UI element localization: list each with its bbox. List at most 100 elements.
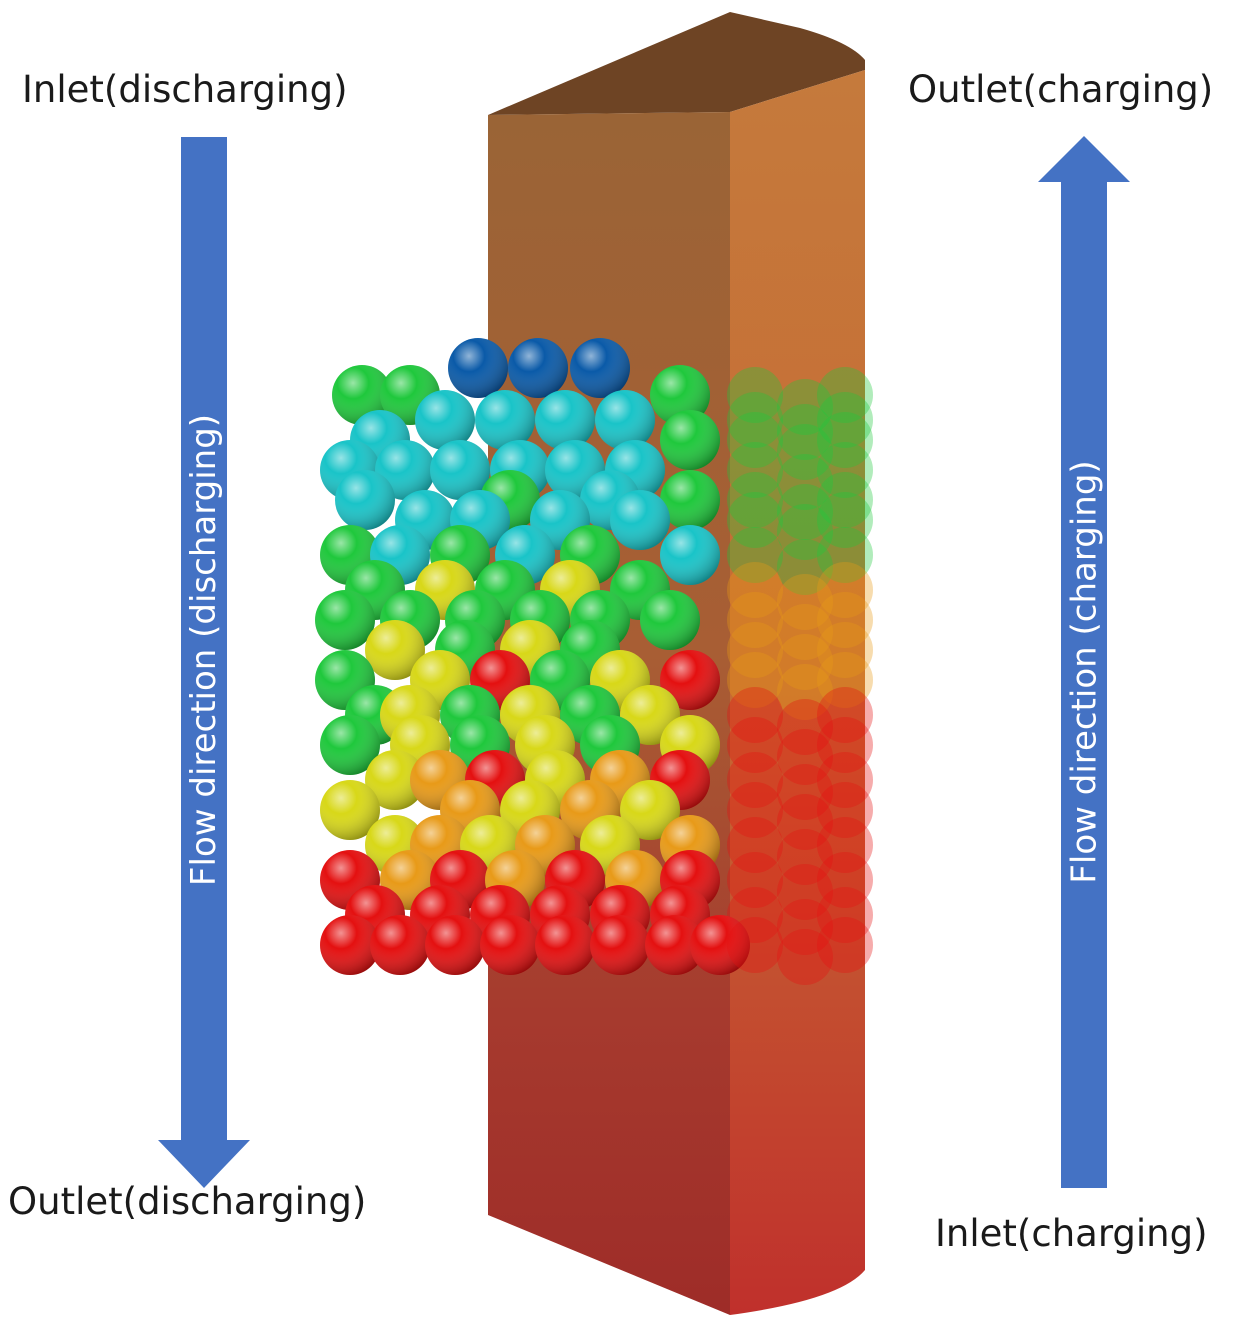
sphere-behind-wall xyxy=(777,864,833,920)
sphere-shading xyxy=(320,780,380,840)
sphere-behind-wall xyxy=(817,782,873,838)
sphere-shading xyxy=(508,338,568,398)
sphere-behind-wall xyxy=(727,412,783,468)
outlet-discharging-label: Outlet(discharging) xyxy=(8,1180,367,1223)
sphere-behind-wall xyxy=(817,652,873,708)
sphere-behind-wall xyxy=(727,752,783,808)
sphere-behind-wall xyxy=(777,454,833,510)
column-side-face xyxy=(730,70,865,1315)
left-flow-arrow xyxy=(158,137,250,1188)
sphere-behind-wall xyxy=(777,424,833,480)
sphere-behind-wall xyxy=(777,664,833,720)
sphere-shading xyxy=(645,915,705,975)
sphere-shading xyxy=(320,715,380,775)
left-arrow-shaft xyxy=(181,137,227,1142)
sphere-shading xyxy=(650,365,710,425)
sphere-shading xyxy=(660,410,720,470)
sphere-behind-wall xyxy=(817,592,873,648)
sphere-shading xyxy=(365,620,425,680)
sphere-behind-wall xyxy=(777,634,833,690)
sphere-shading xyxy=(315,590,375,650)
right-flow-arrow xyxy=(1038,136,1130,1188)
sphere-behind-wall xyxy=(727,472,783,528)
sphere-behind-wall xyxy=(817,852,873,908)
sphere-behind-wall xyxy=(817,442,873,498)
sphere-behind-wall xyxy=(777,729,833,785)
sphere-behind-wall xyxy=(817,817,873,873)
column-top-face xyxy=(488,12,865,115)
sphere-behind-wall xyxy=(727,687,783,743)
sphere-shading xyxy=(365,750,425,810)
right-arrow-shaft xyxy=(1061,180,1107,1188)
sphere-shading xyxy=(415,390,475,450)
sphere-behind-wall xyxy=(817,472,873,528)
sphere-behind-wall xyxy=(817,492,873,548)
sphere-shading xyxy=(370,915,430,975)
sphere-behind-wall xyxy=(777,539,833,595)
sphere-behind-wall xyxy=(727,562,783,618)
sphere-behind-wall xyxy=(727,817,783,873)
sphere-shading xyxy=(425,915,485,975)
sphere-behind-wall xyxy=(727,392,783,448)
sphere-shading xyxy=(430,440,490,500)
sphere-behind-wall xyxy=(777,764,833,820)
sphere-shading xyxy=(332,365,392,425)
sphere-behind-wall xyxy=(817,562,873,618)
sphere-behind-wall xyxy=(777,794,833,850)
sphere-behind-wall xyxy=(777,379,833,435)
left-arrow-head xyxy=(158,1140,250,1188)
sphere-behind-wall xyxy=(727,527,783,583)
sphere-behind-wall xyxy=(817,392,873,448)
sphere-shading xyxy=(620,780,680,840)
sphere-behind-wall xyxy=(817,917,873,973)
sphere-behind-wall xyxy=(817,687,873,743)
sphere-shading xyxy=(320,915,380,975)
sphere-behind-wall xyxy=(727,917,783,973)
sphere-behind-wall xyxy=(817,887,873,943)
sphere-behind-wall xyxy=(817,412,873,468)
sphere-behind-wall xyxy=(777,404,833,460)
flow-direction-discharging-label: Flow direction (discharging) xyxy=(184,413,225,887)
right-arrow-head xyxy=(1038,136,1130,182)
sphere-behind-wall xyxy=(727,717,783,773)
sphere-shading xyxy=(660,470,720,530)
sphere-shading xyxy=(610,490,670,550)
sphere-shading xyxy=(660,525,720,585)
sphere-behind-wall xyxy=(727,652,783,708)
flow-direction-charging-label: Flow direction (charging) xyxy=(1064,460,1105,884)
sphere-shading xyxy=(475,390,535,450)
sphere-behind-wall xyxy=(727,852,783,908)
sphere-behind-wall xyxy=(777,929,833,985)
sphere-shading xyxy=(590,915,650,975)
sphere-behind-wall xyxy=(727,492,783,548)
sphere-behind-wall xyxy=(817,717,873,773)
sphere-behind-wall xyxy=(727,782,783,838)
outlet-charging-label: Outlet(charging) xyxy=(908,68,1214,111)
sphere-shading xyxy=(535,390,595,450)
sphere-behind-wall xyxy=(817,622,873,678)
sphere-shading xyxy=(480,915,540,975)
sphere-behind-wall xyxy=(777,574,833,630)
sphere-behind-wall xyxy=(777,699,833,755)
sphere-shading xyxy=(640,590,700,650)
sphere-shading xyxy=(660,650,720,710)
sphere-shading xyxy=(690,915,750,975)
sphere-behind-wall xyxy=(817,527,873,583)
sphere-bed xyxy=(315,338,873,985)
sphere-behind-wall xyxy=(727,442,783,498)
sphere-behind-wall xyxy=(777,604,833,660)
inlet-charging-label: Inlet(charging) xyxy=(935,1212,1208,1255)
sphere-behind-wall xyxy=(777,899,833,955)
sphere-behind-wall xyxy=(727,592,783,648)
sphere-behind-wall xyxy=(777,829,833,885)
inlet-discharging-label: Inlet(discharging) xyxy=(22,68,348,111)
sphere-shading xyxy=(448,338,508,398)
sphere-shading xyxy=(570,338,630,398)
sphere-shading xyxy=(335,470,395,530)
sphere-behind-wall xyxy=(777,504,833,560)
sphere-behind-wall xyxy=(777,484,833,540)
sphere-behind-wall xyxy=(817,367,873,423)
sphere-behind-wall xyxy=(727,622,783,678)
sphere-shading xyxy=(595,390,655,450)
